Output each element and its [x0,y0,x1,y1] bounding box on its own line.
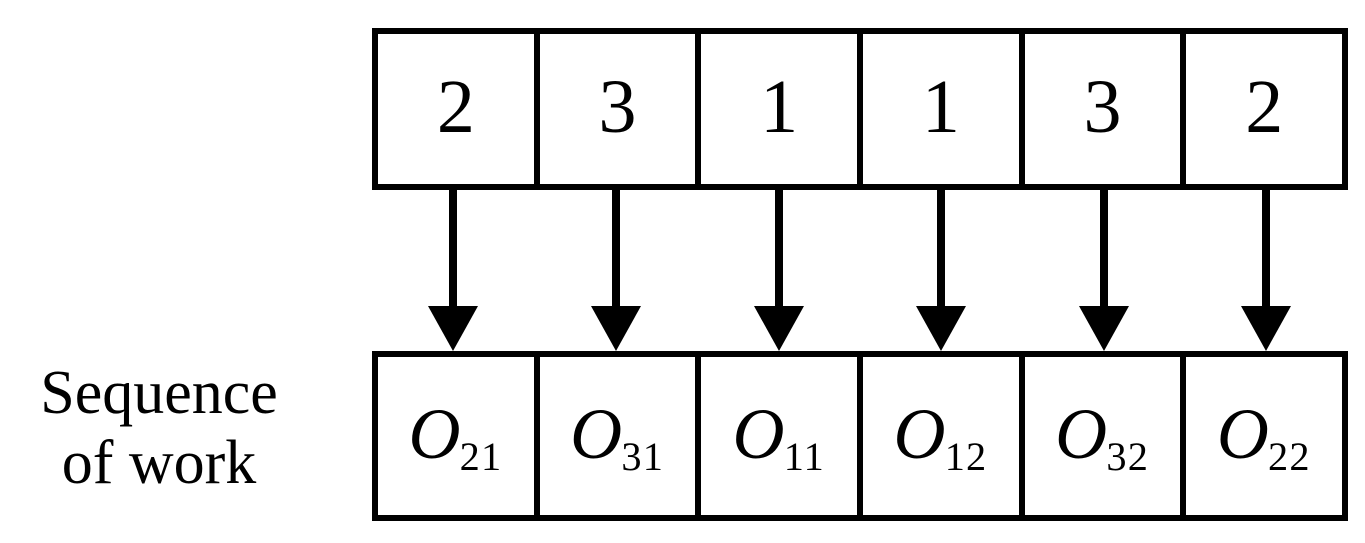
operation-base: O [893,394,946,474]
arrow-head [1079,306,1129,351]
operation-base: O [570,394,623,474]
caption-line-2: of work [61,429,257,497]
operation-symbol: O21 [408,398,503,477]
arrow-down-icon [754,190,804,351]
operation-symbol: O22 [1217,398,1312,477]
caption-line-1: Sequence [40,359,278,427]
arrow-head [591,306,641,351]
arrow-down-icon [428,190,478,351]
job-number-row: 2 3 1 1 3 2 [372,28,1348,190]
operation-subscript: 21 [459,434,503,480]
arrow-down-icon [1241,190,1291,351]
job-cell: 1 [863,34,1025,184]
job-cell: 1 [701,34,864,184]
job-cell-value: 3 [598,65,637,149]
arrow-down-icon [591,190,641,351]
operation-cell: O31 [540,357,702,515]
operation-subscript: 22 [1268,434,1311,480]
operation-subscript: 32 [1106,434,1150,480]
operation-symbol: O11 [733,398,826,477]
job-cell: 2 [378,34,540,184]
operation-cell: O21 [378,357,540,515]
arrow-shaft [775,190,783,310]
job-cell-value: 2 [436,65,475,149]
operation-base: O [732,394,785,474]
operation-subscript: 31 [621,434,665,480]
arrow-down-icon [1079,190,1129,351]
arrow-shaft [449,190,457,310]
operation-cell: O22 [1186,357,1342,515]
arrow-shaft [1100,190,1108,310]
arrow-down-icon [916,190,966,351]
sequence-of-work-label: Sequence of work [0,358,318,498]
arrow-head [1241,306,1291,351]
operation-subscript: 12 [944,434,988,480]
job-cell-value: 1 [921,65,960,149]
arrow-head [916,306,966,351]
job-cell-value: 3 [1083,65,1122,149]
job-cell: 3 [1025,34,1187,184]
operation-base: O [1055,394,1108,474]
operation-base: O [408,394,461,474]
operation-cell: O12 [863,357,1025,515]
operation-cell: O11 [701,357,864,515]
arrow-head [754,306,804,351]
job-cell-value: 2 [1245,65,1284,149]
operation-subscript: 11 [783,434,825,480]
arrow-head [428,306,478,351]
job-cell: 3 [540,34,702,184]
operation-cell: O32 [1025,357,1187,515]
operation-symbol: O31 [570,398,665,477]
job-cell-value: 1 [760,65,799,149]
operation-sequence-row: O21 O31 O11 O12 O32 O22 [372,351,1348,521]
arrow-shaft [612,190,620,310]
arrow-shaft [937,190,945,310]
arrow-shaft [1262,190,1270,310]
job-cell: 2 [1186,34,1342,184]
operation-symbol: O12 [893,398,988,477]
operation-symbol: O32 [1055,398,1150,477]
operation-base: O [1216,394,1269,474]
